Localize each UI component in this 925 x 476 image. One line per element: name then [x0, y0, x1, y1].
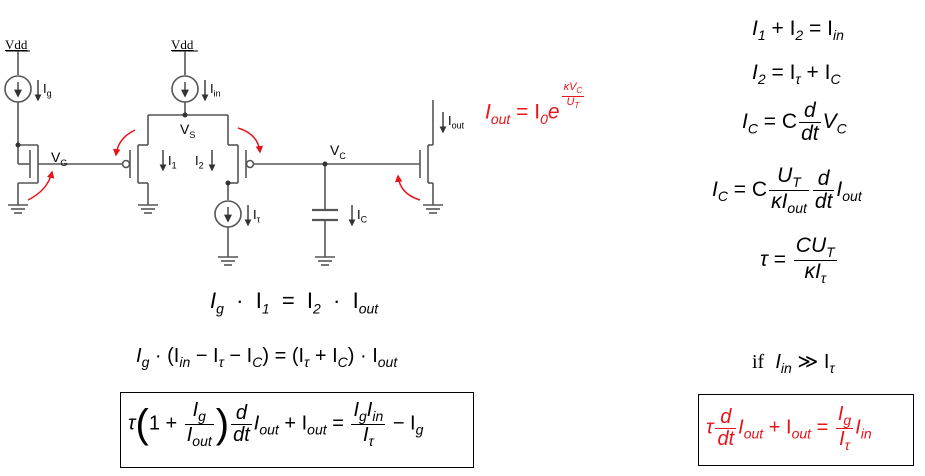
label-ic: IC — [357, 207, 368, 225]
eq-kcl1: I1 + I2 = Iin — [752, 17, 844, 44]
eq-expanded: Ig · (Iin − Iτ − IC) = (Iτ + IC) · Iout — [136, 345, 398, 370]
label-i2: I2 — [195, 153, 204, 171]
vdd-label-mid: Vdd — [171, 37, 194, 52]
label-vg: VG — [51, 149, 68, 168]
final-equation-box — [120, 392, 474, 468]
vdd-label-left: Vdd — [5, 37, 28, 52]
label-iout: Iout — [448, 113, 465, 131]
red-arrow-p1 — [112, 129, 136, 157]
label-itau: Iτ — [253, 207, 261, 225]
label-vs: VS — [180, 121, 196, 140]
label-iin: Iin — [210, 81, 221, 99]
eq-translinear: Ig · I1 = I2 · Iout — [210, 288, 379, 317]
label-ig: Ig — [43, 81, 52, 99]
red-arrow-p2 — [237, 127, 264, 154]
label-vc: VC — [330, 142, 346, 161]
red-arrow-left — [27, 170, 55, 201]
red-arrow-out — [394, 174, 421, 201]
label-i1: I1 — [168, 153, 177, 171]
eq-kcl2: I2 = Iτ + IC — [752, 61, 841, 88]
final-red-equation-box — [698, 394, 914, 466]
eq-condition: if Iin ≫ Iτ — [752, 351, 835, 376]
